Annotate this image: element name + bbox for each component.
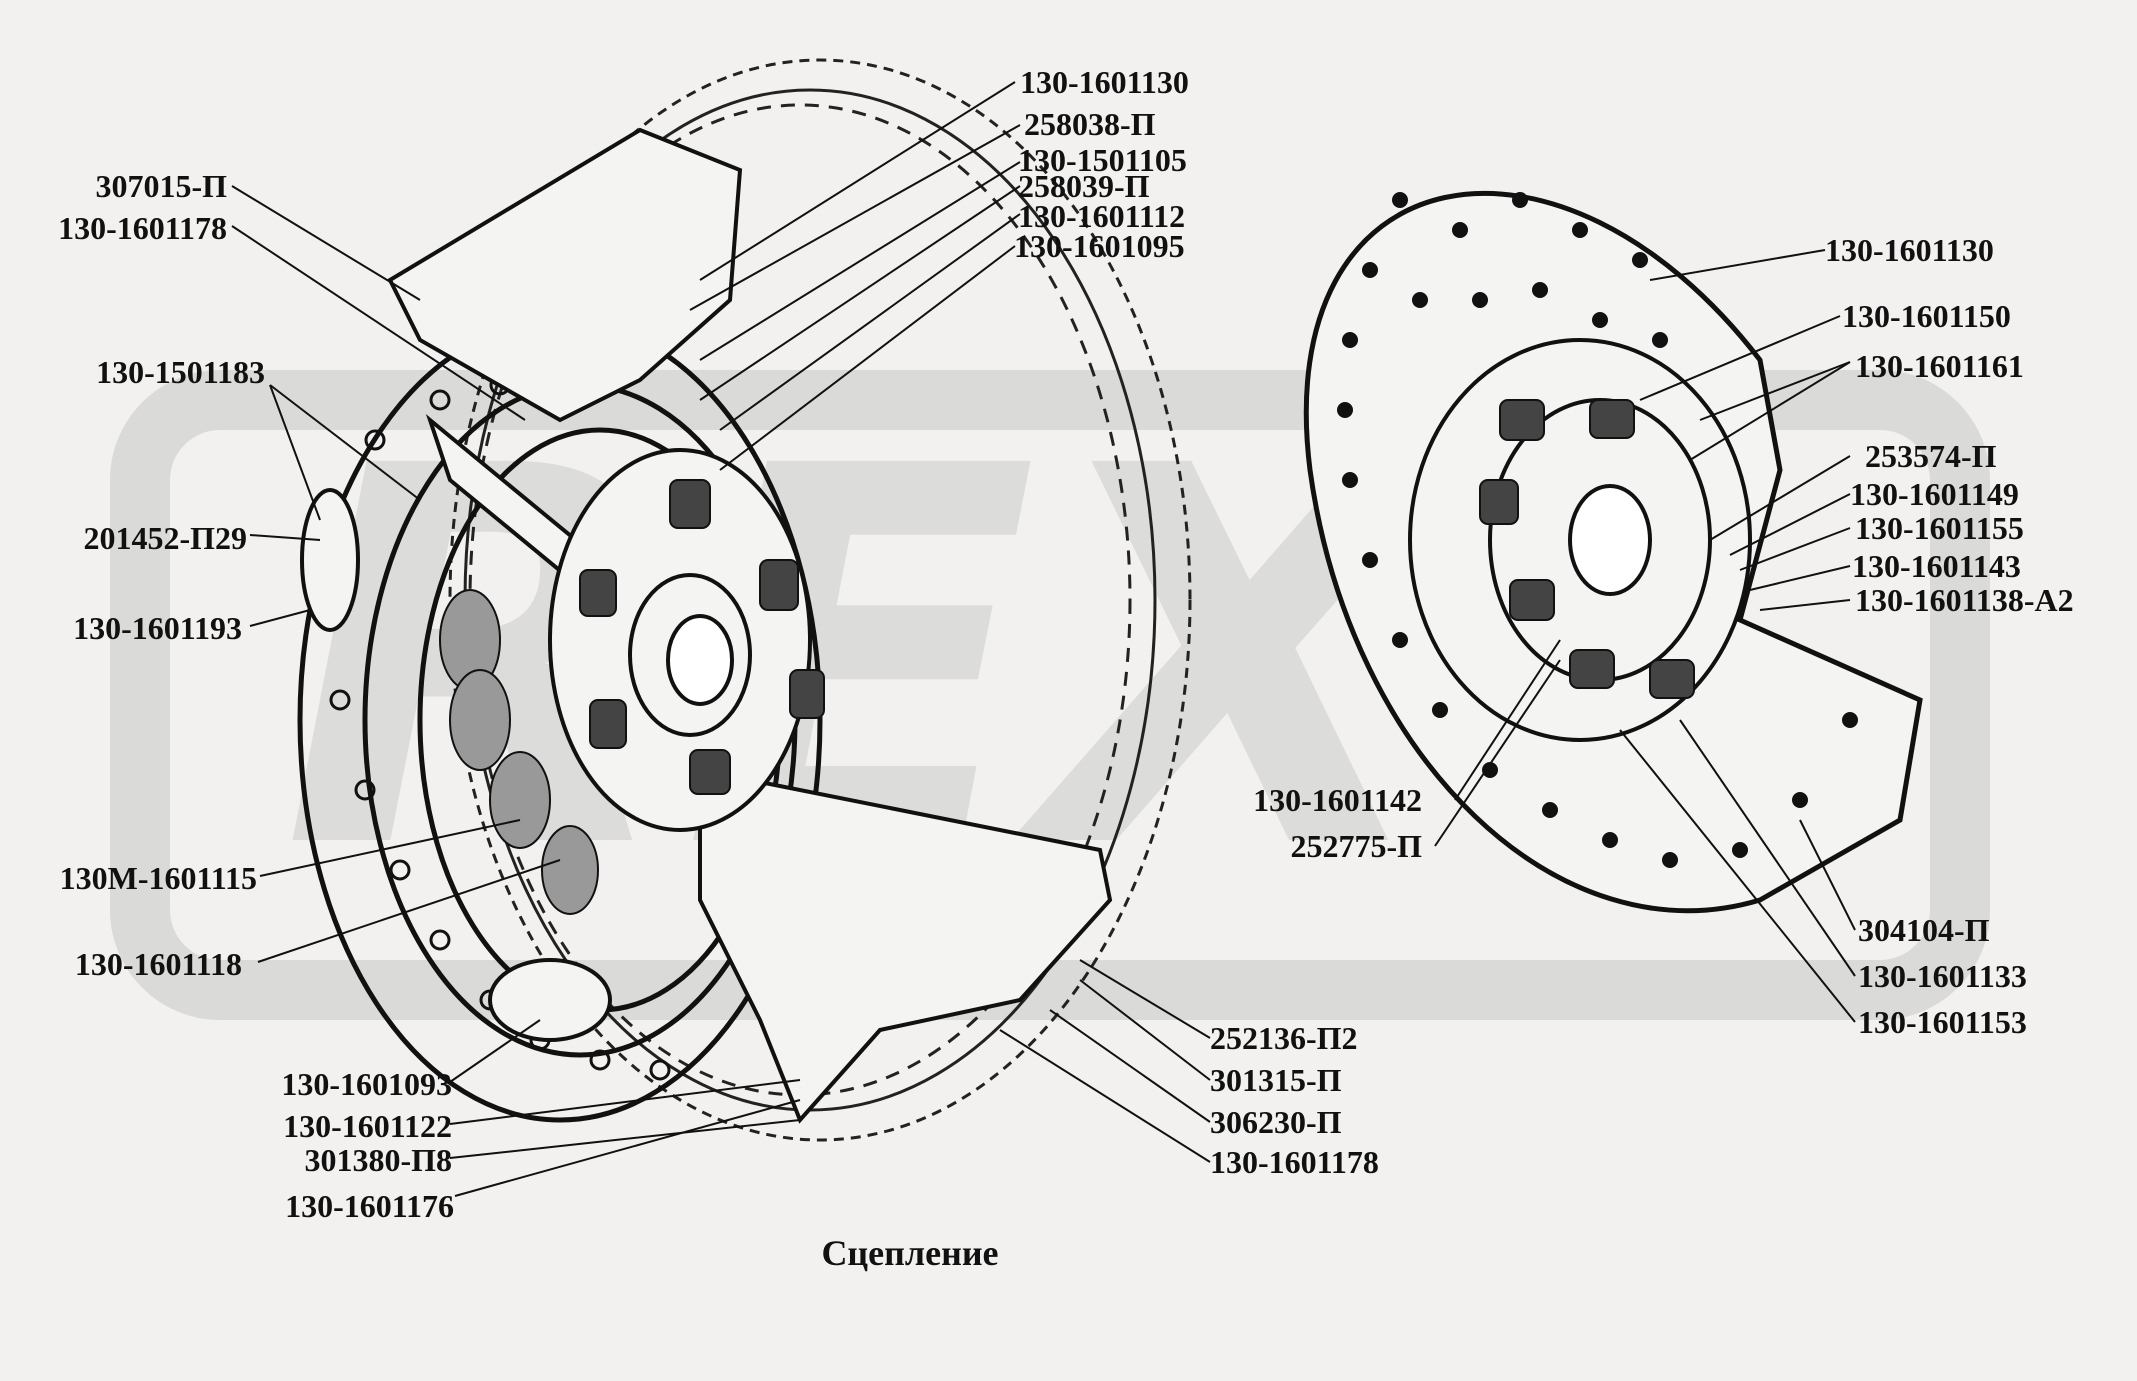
label-130-1601130-top: 130-1601130 [1020, 64, 1189, 100]
label-258038-p: 258038-П [1024, 106, 1156, 142]
label-307015-p: 307015-П [95, 168, 227, 204]
leader-lines [231, 81, 1856, 1197]
damper-springs [579, 479, 825, 795]
diagram-caption: Сцепление [821, 1233, 999, 1273]
label-130-1601122: 130-1601122 [283, 1108, 452, 1144]
label-130-1601130-disc: 130-1601130 [1825, 232, 1994, 268]
label-130-1601093: 130-1601093 [281, 1066, 452, 1102]
label-130-1501105: 130-1501105 [1018, 142, 1187, 178]
label-258039-p: 258039-П [1018, 168, 1150, 204]
label-301315-p: 301315-П [1210, 1062, 1342, 1098]
label-130-1601178-bottom: 130-1601178 [1210, 1144, 1379, 1180]
label-130-1601143: 130-1601143 [1852, 548, 2021, 584]
label-253574-p: 253574-П [1865, 438, 1997, 474]
disc-damper-springs [1479, 399, 1695, 699]
driven-disc-rivet-holes [1337, 192, 1858, 868]
watermark-logo [110, 370, 1990, 1020]
label-306230-p: 306230-П [1210, 1104, 1342, 1140]
label-130-1601153: 130-1601153 [1858, 1004, 2027, 1040]
label-130-1601161: 130-1601161 [1855, 348, 2024, 384]
label-130-1601095: 130-1601095 [1014, 228, 1185, 264]
label-130-1601149: 130-1601149 [1850, 476, 2019, 512]
label-130-1601118: 130-1601118 [74, 946, 242, 982]
label-252775-p: 252775-П [1290, 828, 1422, 864]
label-304104-p: 304104-П [1858, 912, 1990, 948]
label-130-1601176: 130-1601176 [285, 1188, 454, 1224]
label-252136-p2: 252136-П2 [1210, 1020, 1358, 1056]
label-130-1601150: 130-1601150 [1842, 298, 2011, 334]
label-130-1601193: 130-1601193 [73, 610, 242, 646]
label-130-1601112: 130-1601112 [1018, 198, 1186, 234]
label-130m-1601115: 130М-1601115 [59, 860, 257, 896]
cover-pads [300, 488, 612, 1042]
label-130-1601178-left: 130-1601178 [58, 210, 227, 246]
label-130-1501183: 130-1501183 [96, 354, 265, 390]
label-201452-p29: 201452-П29 [83, 520, 247, 556]
label-130-1601133: 130-1601133 [1858, 958, 2027, 994]
label-130-1601142: 130-1601142 [1253, 782, 1422, 818]
label-301380-p8: 301380-П8 [304, 1142, 452, 1178]
label-130-1601138-a2: 130-1601138-А2 [1855, 582, 2074, 618]
label-130-1601155: 130-1601155 [1855, 510, 2024, 546]
